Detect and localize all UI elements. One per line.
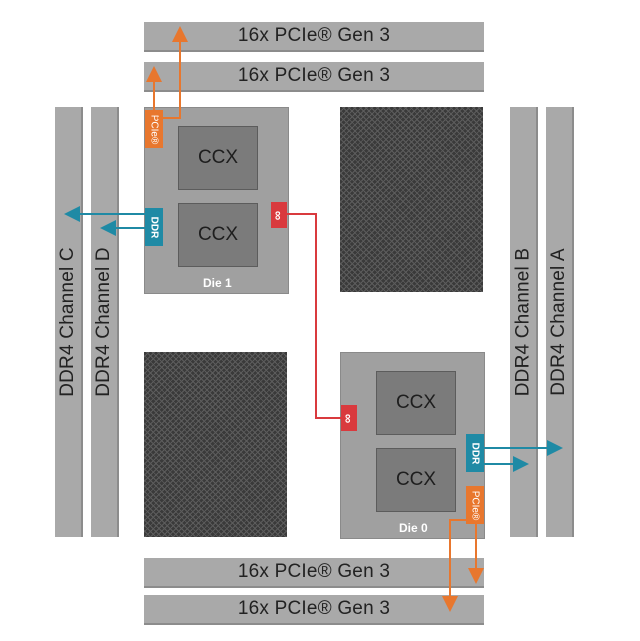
die-1-label: Die 1 <box>203 276 232 290</box>
die-1-pcie-tag: PCIe® <box>145 110 163 148</box>
hatched-die-bottom-left <box>144 352 287 537</box>
die-1-ccx-bottom: CCX <box>178 203 258 267</box>
die-1-pcie-arrows <box>146 26 188 119</box>
die-0: CCX CCX Die 0 <box>340 352 485 539</box>
ddr-channel-c-bar: DDR4 Channel C <box>55 107 83 537</box>
pcie-bar-1: 16x PCIe® Gen 3 <box>144 22 484 52</box>
die-1-ddr-arrows <box>64 206 145 236</box>
die-0-pcie-tag: PCIe® <box>466 486 484 524</box>
die-0-ccx-top: CCX <box>376 371 456 435</box>
die-0-ddr-arrows <box>484 440 563 472</box>
pcie-bar-3: 16x PCIe® Gen 3 <box>144 558 484 588</box>
die-0-pcie-arrows <box>442 519 484 612</box>
die-1-ddr-tag: DDR <box>145 208 163 246</box>
ddr-channel-d-bar: DDR4 Channel D <box>91 107 119 537</box>
die-1: CCX CCX Die 1 <box>144 107 289 294</box>
die-0-ddr-tag: DDR <box>466 434 484 472</box>
die-0-ccx-bottom: CCX <box>376 448 456 512</box>
die-0-label: Die 0 <box>399 521 428 535</box>
pcie-bar-4: 16x PCIe® Gen 3 <box>144 595 484 625</box>
die-1-infinity-fabric-tag: ∞ <box>271 202 287 228</box>
ddr-channel-a-bar: DDR4 Channel A <box>546 107 574 537</box>
infinity-fabric-link <box>287 213 341 419</box>
hatched-die-top-right <box>340 107 483 292</box>
die-0-infinity-fabric-tag: ∞ <box>341 405 357 431</box>
pcie-bar-2: 16x PCIe® Gen 3 <box>144 62 484 92</box>
die-1-ccx-top: CCX <box>178 126 258 190</box>
